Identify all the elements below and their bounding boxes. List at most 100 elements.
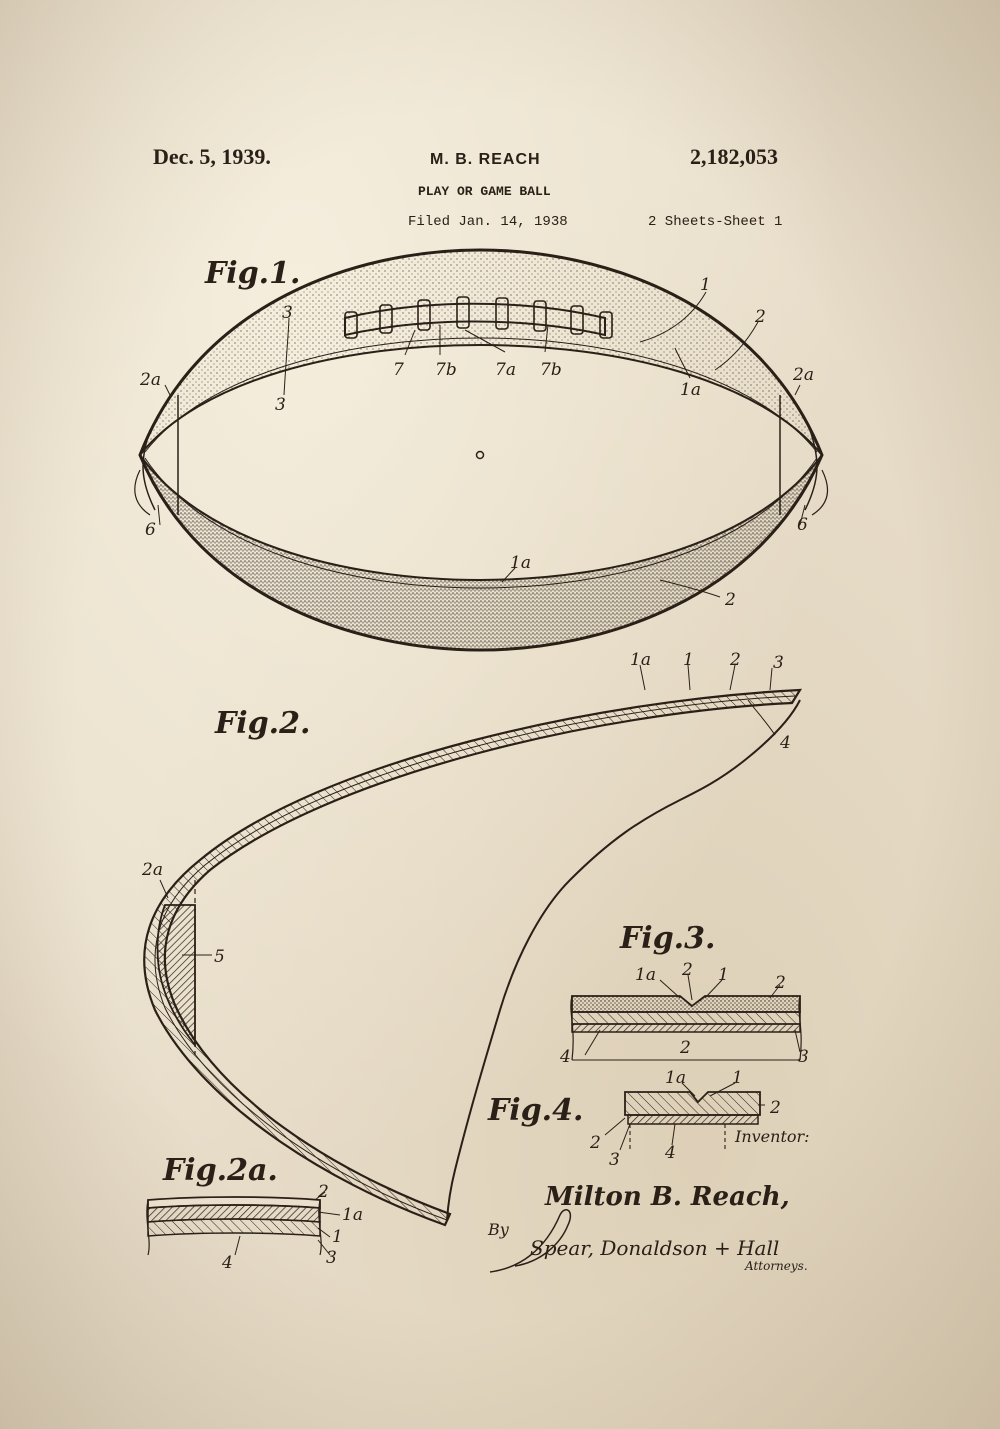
lace-loop [417,299,431,331]
right-tip-detail [804,429,818,511]
fig4-label-1a: 1a [665,1068,686,1088]
lace-loop [570,305,584,335]
lace-strip [344,302,606,337]
fig1-label-1a-bottom: 1a [510,553,531,573]
fig3-label-1: 1 [718,965,729,985]
fig1-caption: Fig.1. [204,256,300,291]
fig1-label-7b-left: 7b [435,360,457,380]
fig1-label-7a: 7a [495,360,516,380]
fig4-label-2-right: 2 [769,1098,781,1118]
fig2-label-4: 4 [779,733,791,753]
fig1-label-2a-right: 2a [792,365,814,385]
fig2-label-2a: 2a [141,860,163,880]
fig2-label-2: 2 [729,650,741,670]
fig3-outer-layer [571,995,801,1013]
fig4-outer-layer [624,1091,761,1116]
left-tip-detail [142,429,156,511]
fig3-leaders [584,974,801,1056]
fig3-label-3: 3 [798,1047,809,1067]
fig3-break-right [798,995,802,1061]
left-flap-6 [134,469,151,516]
figure-3-detail: Fig.3. 1a 2 1 2 2 4 3 [559,921,809,1067]
fig2-shell-inner-line [154,695,796,1221]
figure-2a-detail: Fig.2a. 2 1a 1 3 4 [146,1153,363,1273]
lower-seam-inner [144,457,818,589]
fig2a-label-1a: 1a [342,1205,363,1225]
fig1-label-2-bottom: 2 [724,590,736,610]
fig2-end-plug [156,904,196,1048]
fig2-label-1a: 1a [630,650,651,670]
fig1-label-7: 7 [393,360,404,380]
fig2-break-line [446,699,801,1221]
right-flap-6 [811,469,829,516]
fig2a-break-left [146,1199,150,1256]
fig1-label-2: 2 [754,307,766,327]
fig3-caption: Fig.3. [619,921,715,956]
fig3-middle-layer [571,1011,801,1025]
fig2a-label-2: 2 [317,1182,329,1202]
patent-date: Dec. 5, 1939. [153,144,271,169]
lace-loop [533,300,547,332]
lace-loop [344,311,358,339]
fig2-shell-wall [143,688,803,1227]
fig1-label-1a: 1a [680,380,701,400]
patent-title: PLAY OR GAME BALL [418,184,551,199]
fig4-label-2-left: 2 [589,1133,601,1153]
fig2a-caption: Fig.2a. [162,1153,278,1188]
sheet-count: 2 Sheets-Sheet 1 [648,214,783,230]
fig2a-leaders [234,1191,341,1256]
upper-seam [139,343,823,456]
fig2a-label-1: 1 [332,1227,343,1247]
inventor-name: Milton B. Reach, [544,1182,790,1212]
lace-loop [495,297,509,330]
lace-loop [456,296,470,329]
fig1-label-3: 3 [275,395,286,415]
figure-2-section: Fig.2. 1a 1 2 3 4 2a 5 [141,650,803,1227]
fig2a-label-4: 4 [221,1253,233,1273]
fig3-label-2-top: 2 [681,960,693,980]
fig4-leaders [604,1082,765,1151]
fig2a-layer-inner [147,1218,321,1237]
fig2-label-1: 1 [683,650,694,670]
fig4-caption: Fig.4. [487,1093,583,1128]
fig4-label-3: 3 [609,1150,620,1170]
valve-hole [475,450,485,460]
figure-1-football: Fig.1. [134,248,829,652]
fig1-label-1: 1 [700,275,711,295]
fig4-label-1: 1 [732,1068,743,1088]
fig2a-label-3: 3 [326,1248,337,1268]
signature-block: Inventor: Milton B. Reach, By Spear, Don… [487,1127,810,1273]
filed-date: Filed Jan. 14, 1938 [408,214,568,230]
fig2-leaders [159,664,776,956]
fig2-caption: Fig.2. [214,706,310,741]
fig1-leaders [157,291,806,598]
fig1-label-3-top: 3 [282,303,293,323]
fig3-label-4: 4 [559,1047,571,1067]
inventor-header: M. B. REACH [430,151,541,168]
attorneys-signature: Spear, Donaldson + Hall [530,1236,779,1260]
signature-flourish [489,1209,572,1273]
fig2-label-3: 3 [773,653,784,673]
inventor-label: Inventor: [734,1127,810,1146]
fig2-label-5: 5 [214,947,225,967]
by-label: By [487,1220,510,1239]
fig1-label-6-right: 6 [797,515,808,535]
fig3-break-left [570,995,574,1061]
lacing [344,296,613,339]
fig3-inner-layer [571,1023,801,1033]
figure-4-detail: Fig.4. 1a 1 2 2 3 4 [487,1068,781,1170]
lower-seam [139,454,823,582]
fig4-label-4: 4 [664,1143,676,1163]
fig4-inner-layer [627,1114,759,1125]
patent-number: 2,182,053 [690,144,778,169]
fig1-label-7b-right: 7b [540,360,562,380]
fig1-label-6-left: 6 [145,520,156,540]
fig3-label-2-right: 2 [774,973,786,993]
attorneys-label: Attorneys. [744,1259,808,1273]
fig3-label-2-bottom: 2 [679,1038,691,1058]
fig3-label-1a: 1a [635,965,656,985]
lace-loop [379,304,393,334]
fig1-label-2a-left: 2a [139,370,161,390]
lace-loop [599,311,613,339]
